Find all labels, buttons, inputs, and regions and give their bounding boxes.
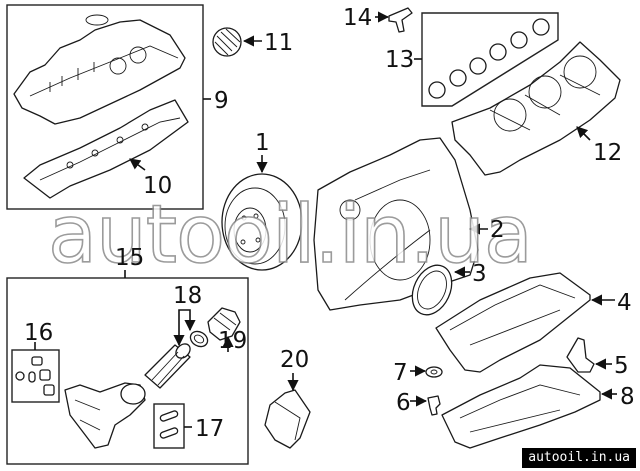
callout-label-2: 2 [490, 217, 505, 243]
group-box-valve-cover [6, 4, 204, 210]
callout-label-12: 12 [593, 140, 622, 166]
callout-label-17: 17 [195, 416, 224, 442]
callout-label-9: 9 [214, 88, 229, 114]
oil-filter-element-drawing [144, 343, 191, 389]
drain-plug-drawing [427, 395, 441, 416]
seal-kit-drawing [159, 410, 179, 439]
watermark: autooil.in.ua [48, 188, 532, 281]
o-ring-drawing [189, 330, 209, 348]
upper-oil-pan-drawing [435, 272, 591, 373]
callout-label-11: 11 [264, 30, 293, 56]
callout-label-13: 13 [385, 47, 414, 73]
vibration-damper-drawing [221, 173, 303, 271]
callout-label-8: 8 [620, 384, 635, 410]
callout-label-4: 4 [617, 290, 632, 316]
filter-cap-drawing [207, 307, 241, 341]
intake-manifold-drawing [451, 41, 621, 176]
callout-label-6: 6 [396, 390, 411, 416]
group-box-seal-kit [153, 403, 185, 449]
cover-drawing [264, 389, 311, 449]
oil-level-sensor-drawing [566, 337, 595, 373]
callout-label-20: 20 [280, 347, 309, 373]
callout-label-15: 15 [115, 245, 144, 271]
callout-label-7: 7 [393, 360, 408, 386]
drain-plug-washer-drawing [425, 366, 443, 378]
callout-label-1: 1 [255, 130, 270, 156]
site-badge: autooil.in.ua [522, 448, 636, 468]
lower-oil-pan-drawing [441, 364, 601, 449]
callout-label-3: 3 [472, 261, 487, 287]
callout-label-16: 16 [24, 320, 53, 346]
callout-label-14: 14 [343, 5, 372, 31]
callout-label-19: 19 [218, 328, 247, 354]
callout-label-5: 5 [614, 353, 629, 379]
intake-gaskets-drawing [428, 18, 550, 99]
valve-cover-gasket-drawing [23, 99, 189, 199]
front-seal-drawing [411, 264, 453, 316]
oil-filter-housing-drawing [64, 382, 146, 449]
housing-gaskets-drawing [15, 356, 55, 396]
oil-cap-drawing [212, 27, 242, 57]
valve-cover-drawing [13, 14, 186, 125]
group-box-intake-gaskets [421, 12, 559, 107]
group-box-oil-filter-housing [6, 277, 249, 465]
sensor-drawing [388, 7, 413, 33]
callout-label-18: 18 [173, 283, 202, 309]
callout-label-10: 10 [143, 173, 172, 199]
